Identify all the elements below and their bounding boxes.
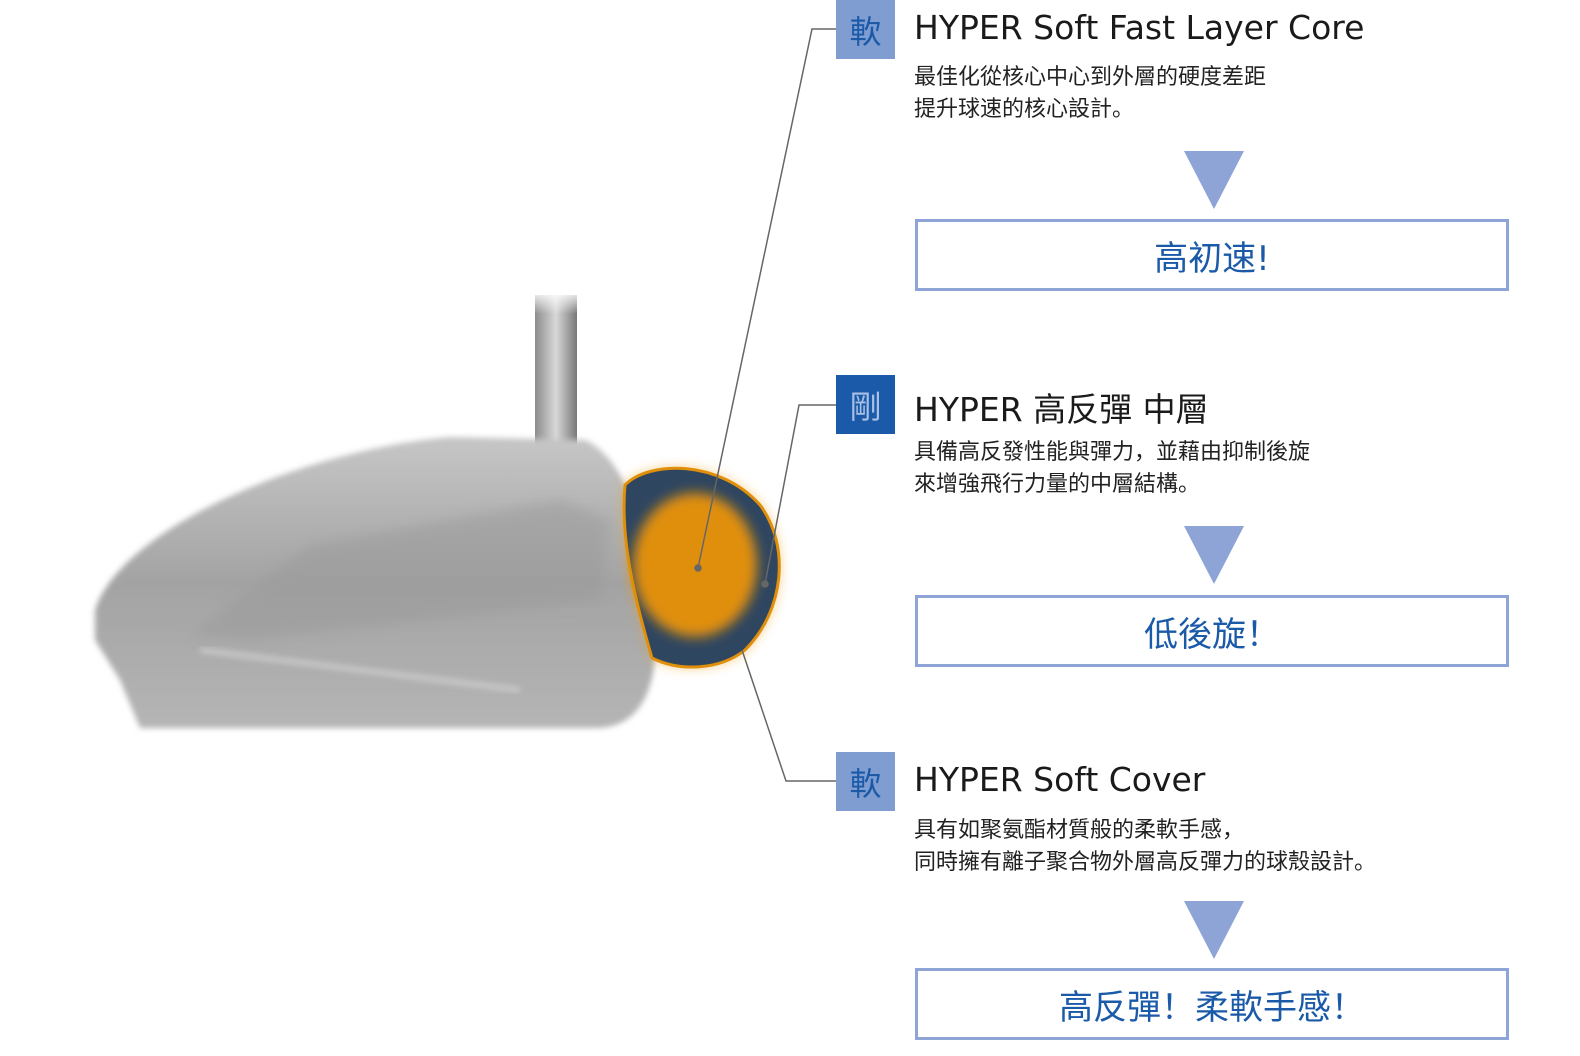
hard-badge: 剛 bbox=[836, 375, 895, 434]
soft-badge: 軟 bbox=[836, 0, 895, 59]
golf-club-head bbox=[95, 290, 656, 728]
down-arrow-icon bbox=[1184, 901, 1244, 959]
layer-title: HYPER 高反彈 中層 bbox=[914, 390, 1209, 429]
layer-description-line: 具有如聚氨酯材質般的柔軟手感， bbox=[914, 818, 1245, 843]
soft-badge: 軟 bbox=[836, 752, 895, 811]
layer-title: HYPER Soft Cover bbox=[914, 760, 1206, 799]
layer-description-line: 提升球速的核心設計。 bbox=[914, 97, 1135, 122]
layer-description-line: 最佳化從核心中心到外層的硬度差距 bbox=[914, 65, 1267, 90]
leader-lines bbox=[694, 28, 836, 782]
layer-description-line: 來增強飛行力量的中層結構。 bbox=[914, 472, 1201, 497]
result-box: 低後旋！ bbox=[915, 595, 1509, 667]
result-box: 高初速! bbox=[915, 219, 1509, 291]
down-arrow-icon bbox=[1184, 151, 1244, 209]
result-box: 高反彈！柔軟手感！ bbox=[915, 968, 1509, 1040]
layer-title: HYPER Soft Fast Layer Core bbox=[914, 8, 1365, 47]
layer-description-line: 同時擁有離子聚合物外層高反彈力的球殼設計。 bbox=[914, 850, 1377, 875]
layer-description-line: 具備高反發性能與彈力，並藉由抑制後旋 bbox=[914, 440, 1311, 465]
down-arrow-icon bbox=[1184, 526, 1244, 584]
